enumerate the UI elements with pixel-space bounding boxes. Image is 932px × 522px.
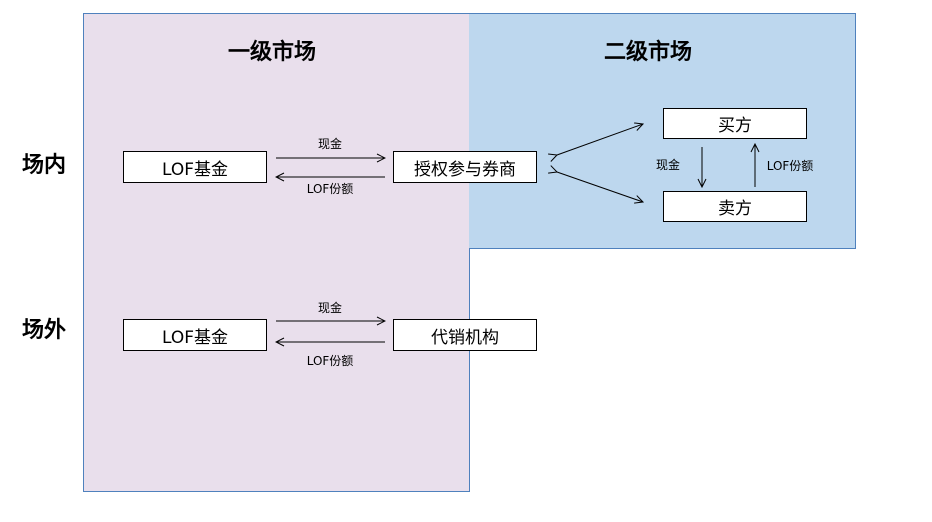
flow-label-off-cash: 现金 [317,301,343,315]
authorized-broker-label: 授权参与券商 [414,159,516,180]
row-label-off-exchange: 场外 [22,318,67,343]
authorized-broker-node: 授权参与券商 [393,151,537,183]
sales-agency-node: 代销机构 [393,319,537,351]
flow-label-secondary-shares: LOF份额 [766,159,814,173]
buyer-node: 买方 [663,108,807,139]
primary-market-region [83,13,470,492]
seller-node: 卖方 [663,191,807,222]
flow-label-on-shares: LOF份额 [306,182,354,196]
secondary-market-title: 二级市场 [604,40,693,65]
lof-fund-on-exchange-label: LOF基金 [161,159,229,180]
lof-fund-on-exchange-node: LOF基金 [123,151,267,183]
flow-label-off-shares: LOF份额 [306,354,354,368]
buyer-label: 买方 [718,116,752,136]
row-label-on-exchange: 场内 [22,153,67,178]
lof-fund-off-exchange-node: LOF基金 [123,319,267,351]
seller-label: 卖方 [718,199,752,219]
flow-label-secondary-cash: 现金 [655,158,681,172]
primary-market-title: 一级市场 [228,40,317,65]
lof-fund-off-exchange-label: LOF基金 [161,327,229,348]
flow-label-on-cash: 现金 [317,137,343,151]
sales-agency-label: 代销机构 [431,327,499,348]
